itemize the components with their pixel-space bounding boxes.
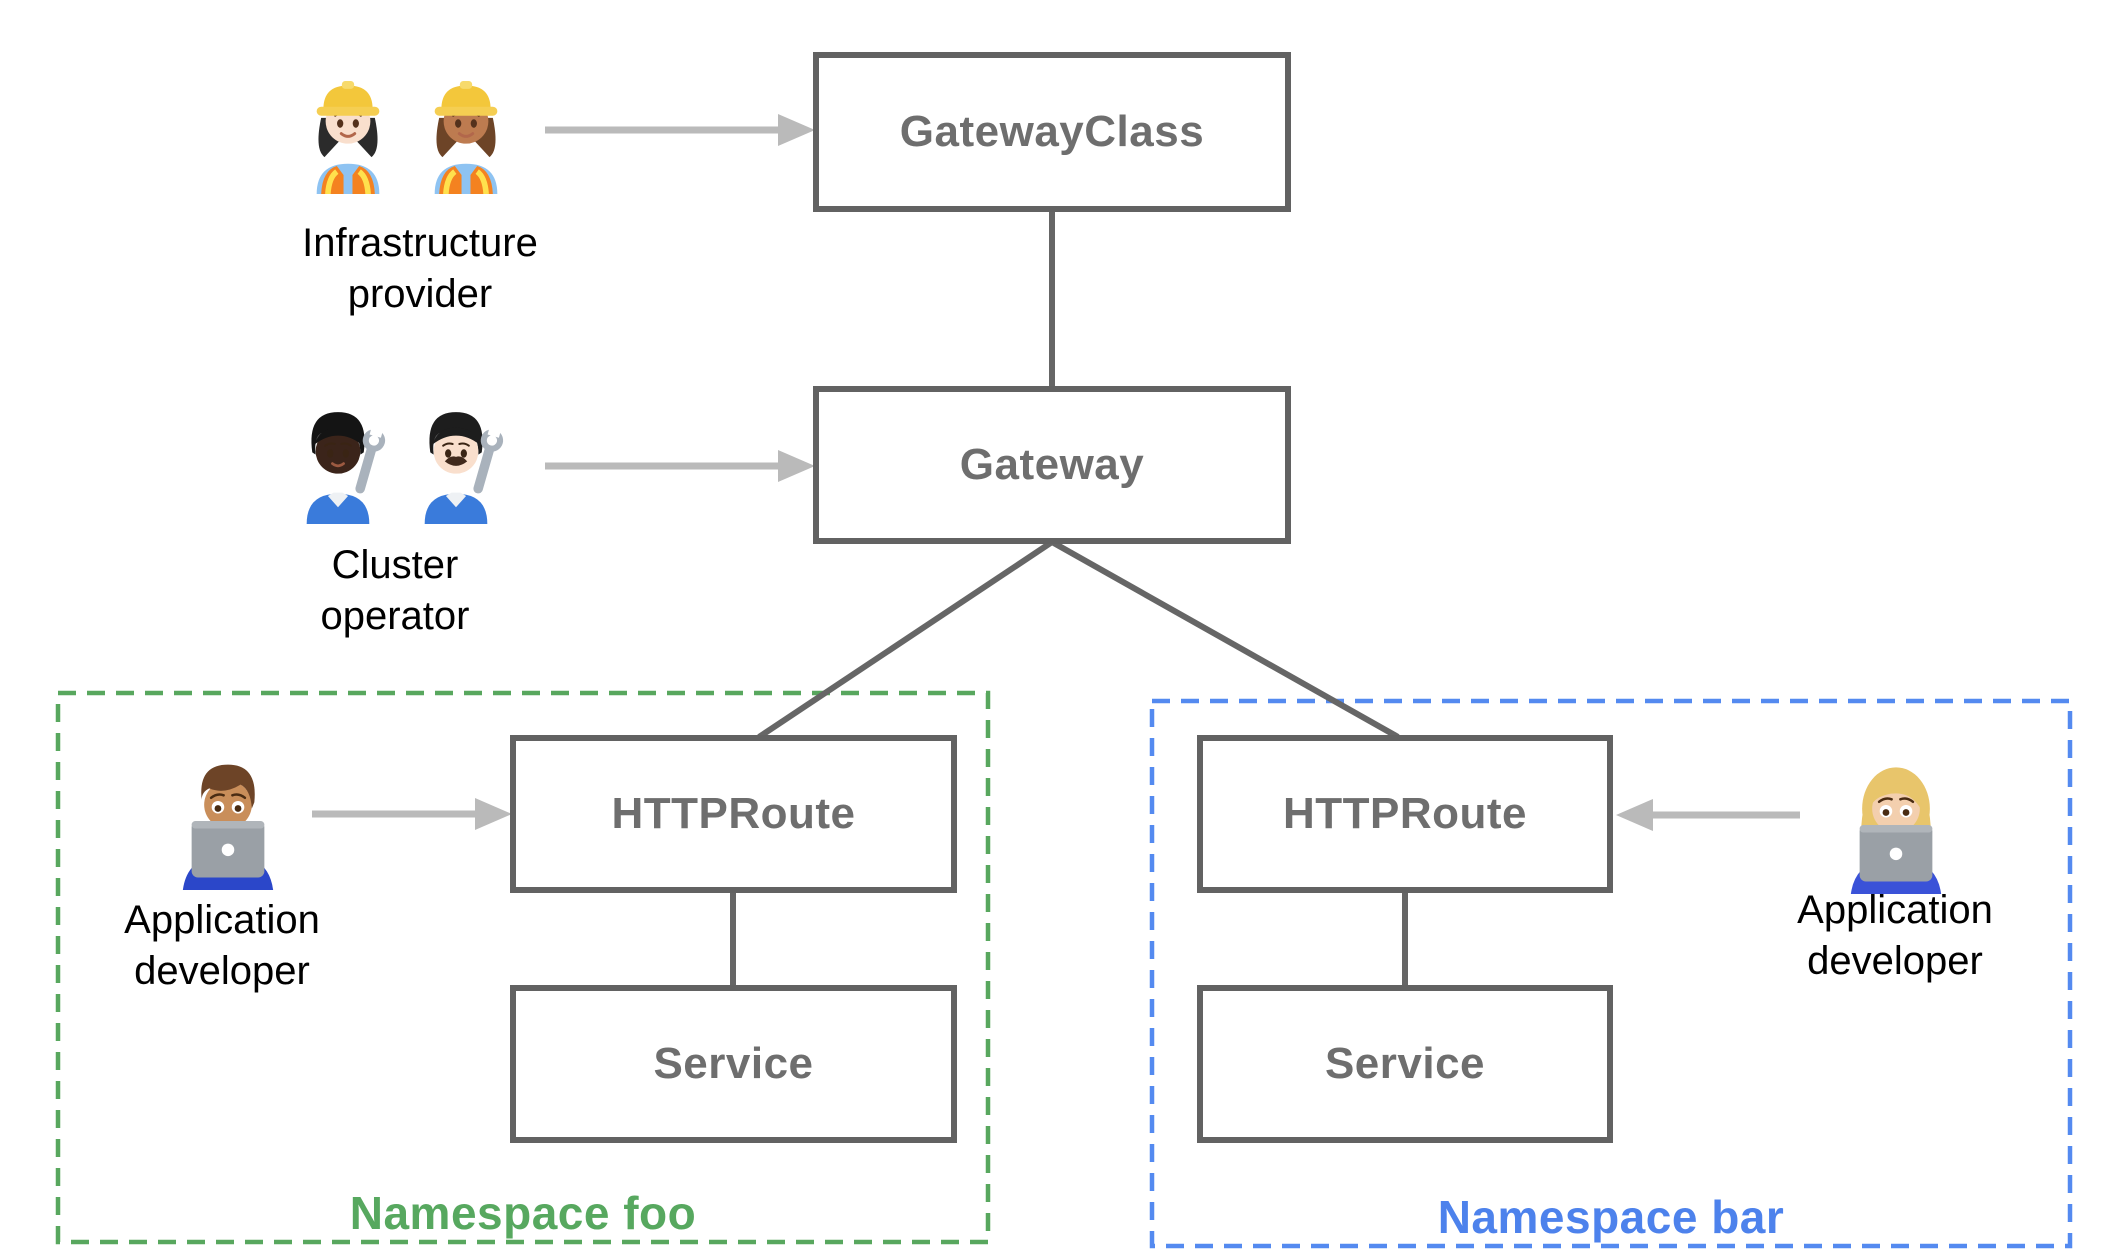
persona-label-line: developer — [134, 949, 310, 993]
woman-construction-worker-medium-icon — [410, 62, 522, 194]
infrastructure-provider-label: Infrastructure provider — [230, 218, 610, 320]
node-service-foo: Service — [510, 985, 957, 1143]
person-mechanic-dark-icon — [282, 392, 394, 524]
persona-label-line: operator — [320, 594, 470, 638]
namespace-foo-border — [55, 690, 991, 1245]
man-technologist-medium-icon — [162, 742, 294, 890]
application-developer-bar-label: Application developer — [1705, 885, 2085, 987]
application-developer-bar-icons — [1830, 746, 1962, 894]
persona-label-line: Infrastructure — [302, 221, 538, 265]
namespace-bar-label: Namespace bar — [1437, 1191, 1785, 1243]
application-developer-foo-icons — [162, 742, 294, 890]
arrow-cluster-operator-head — [778, 450, 815, 482]
cluster-operator-label: Cluster operator — [205, 540, 585, 642]
arrow-app-developer-bar-head — [1616, 799, 1653, 831]
cluster-operator-icons — [282, 392, 512, 524]
arrow-app-developer-foo-head — [475, 798, 512, 830]
namespace-foo-label: Namespace foo — [349, 1187, 697, 1239]
application-developer-foo-label: Application developer — [32, 895, 412, 997]
arrow-infrastructure-provider-head — [778, 114, 815, 146]
man-mechanic-light-icon — [400, 392, 512, 524]
node-service-bar: Service — [1197, 985, 1613, 1143]
edge-gateway-httproute-foo — [757, 539, 1054, 740]
node-gateway: Gateway — [813, 386, 1291, 544]
node-httproute-foo: HTTPRoute — [510, 735, 957, 893]
woman-technologist-light-icon — [1830, 746, 1962, 894]
namespace-bar-border — [1149, 698, 2073, 1249]
persona-label-line: provider — [347, 272, 493, 316]
node-httproute-bar: HTTPRoute — [1197, 735, 1613, 893]
infrastructure-provider-icons — [292, 62, 522, 194]
persona-label-line: Application — [124, 898, 320, 942]
persona-label-line: Application — [1797, 888, 1993, 932]
woman-construction-worker-light-icon — [292, 62, 404, 194]
persona-label-line: Cluster — [331, 543, 459, 587]
persona-label-line: developer — [1807, 939, 1983, 983]
node-gatewayclass: GatewayClass — [813, 52, 1291, 212]
edge-gateway-httproute-bar — [1050, 539, 1400, 740]
